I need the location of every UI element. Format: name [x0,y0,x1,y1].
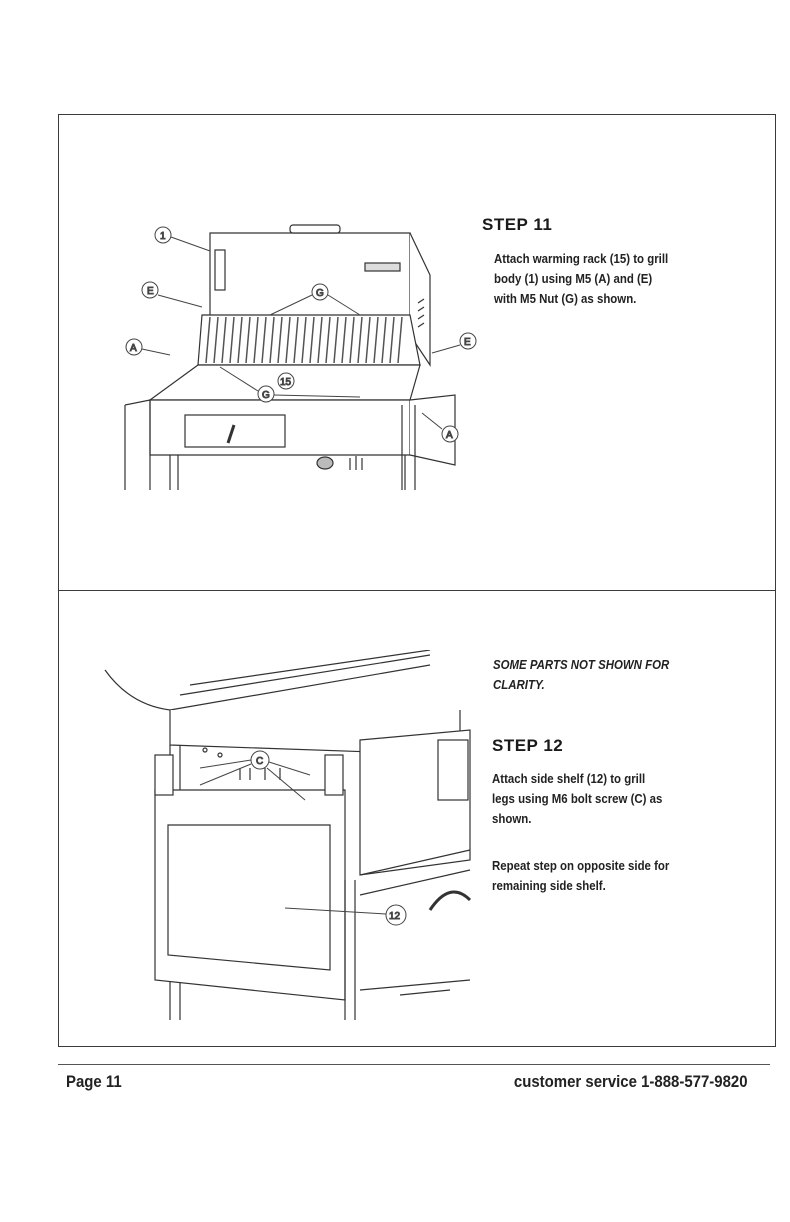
step-11-line: Attach warming rack (15) to grill [494,251,669,266]
footer-rule [58,1064,770,1065]
step-11-illustration: 1 E A G 15 G E A [110,215,490,490]
callout-a-right: A [446,430,453,441]
callout-1: 1 [160,231,166,242]
clarity-note: SOME PARTS NOT SHOWN FOR CLARITY. [493,655,669,695]
step-11-line: body (1) using M5 (A) and (E) [494,271,653,286]
callout-c: C [256,756,263,767]
instructions-frame [58,114,776,1047]
callout-a-left: A [130,343,137,354]
step-12-repeat-instructions: Repeat step on opposite side for remaini… [492,856,669,896]
callout-g-top: G [316,288,324,299]
step-12-line: shown. [492,811,532,826]
step-12-title: STEP 12 [492,736,564,755]
callout-15: 15 [280,377,292,388]
step-11-line: with M5 Nut (G) as shown. [494,291,637,306]
step-11-instructions: Attach warming rack (15) to grill body (… [494,249,668,309]
step-12-line: legs using M6 bolt screw (C) as [492,791,663,806]
callout-e-left: E [147,286,154,297]
page-number: Page 11 [66,1072,122,1091]
callout-g-bottom: G [262,390,270,401]
customer-service-line: customer service 1-888-577-9820 [514,1072,748,1091]
callout-e-right: E [464,337,471,348]
step-12-illustration: C 12 [100,650,480,1020]
step-12-repeat-line: remaining side shelf. [492,878,606,893]
step-12-instructions: Attach side shelf (12) to grill legs usi… [492,769,662,829]
callout-12: 12 [389,911,401,922]
step-12-line: Attach side shelf (12) to grill [492,771,646,786]
step-12-repeat-line: Repeat step on opposite side for [492,858,670,873]
step-11-title: STEP 11 [482,215,553,234]
clarity-note-line: CLARITY. [493,677,545,692]
clarity-note-line: SOME PARTS NOT SHOWN FOR [493,657,670,672]
section-divider [58,590,776,591]
